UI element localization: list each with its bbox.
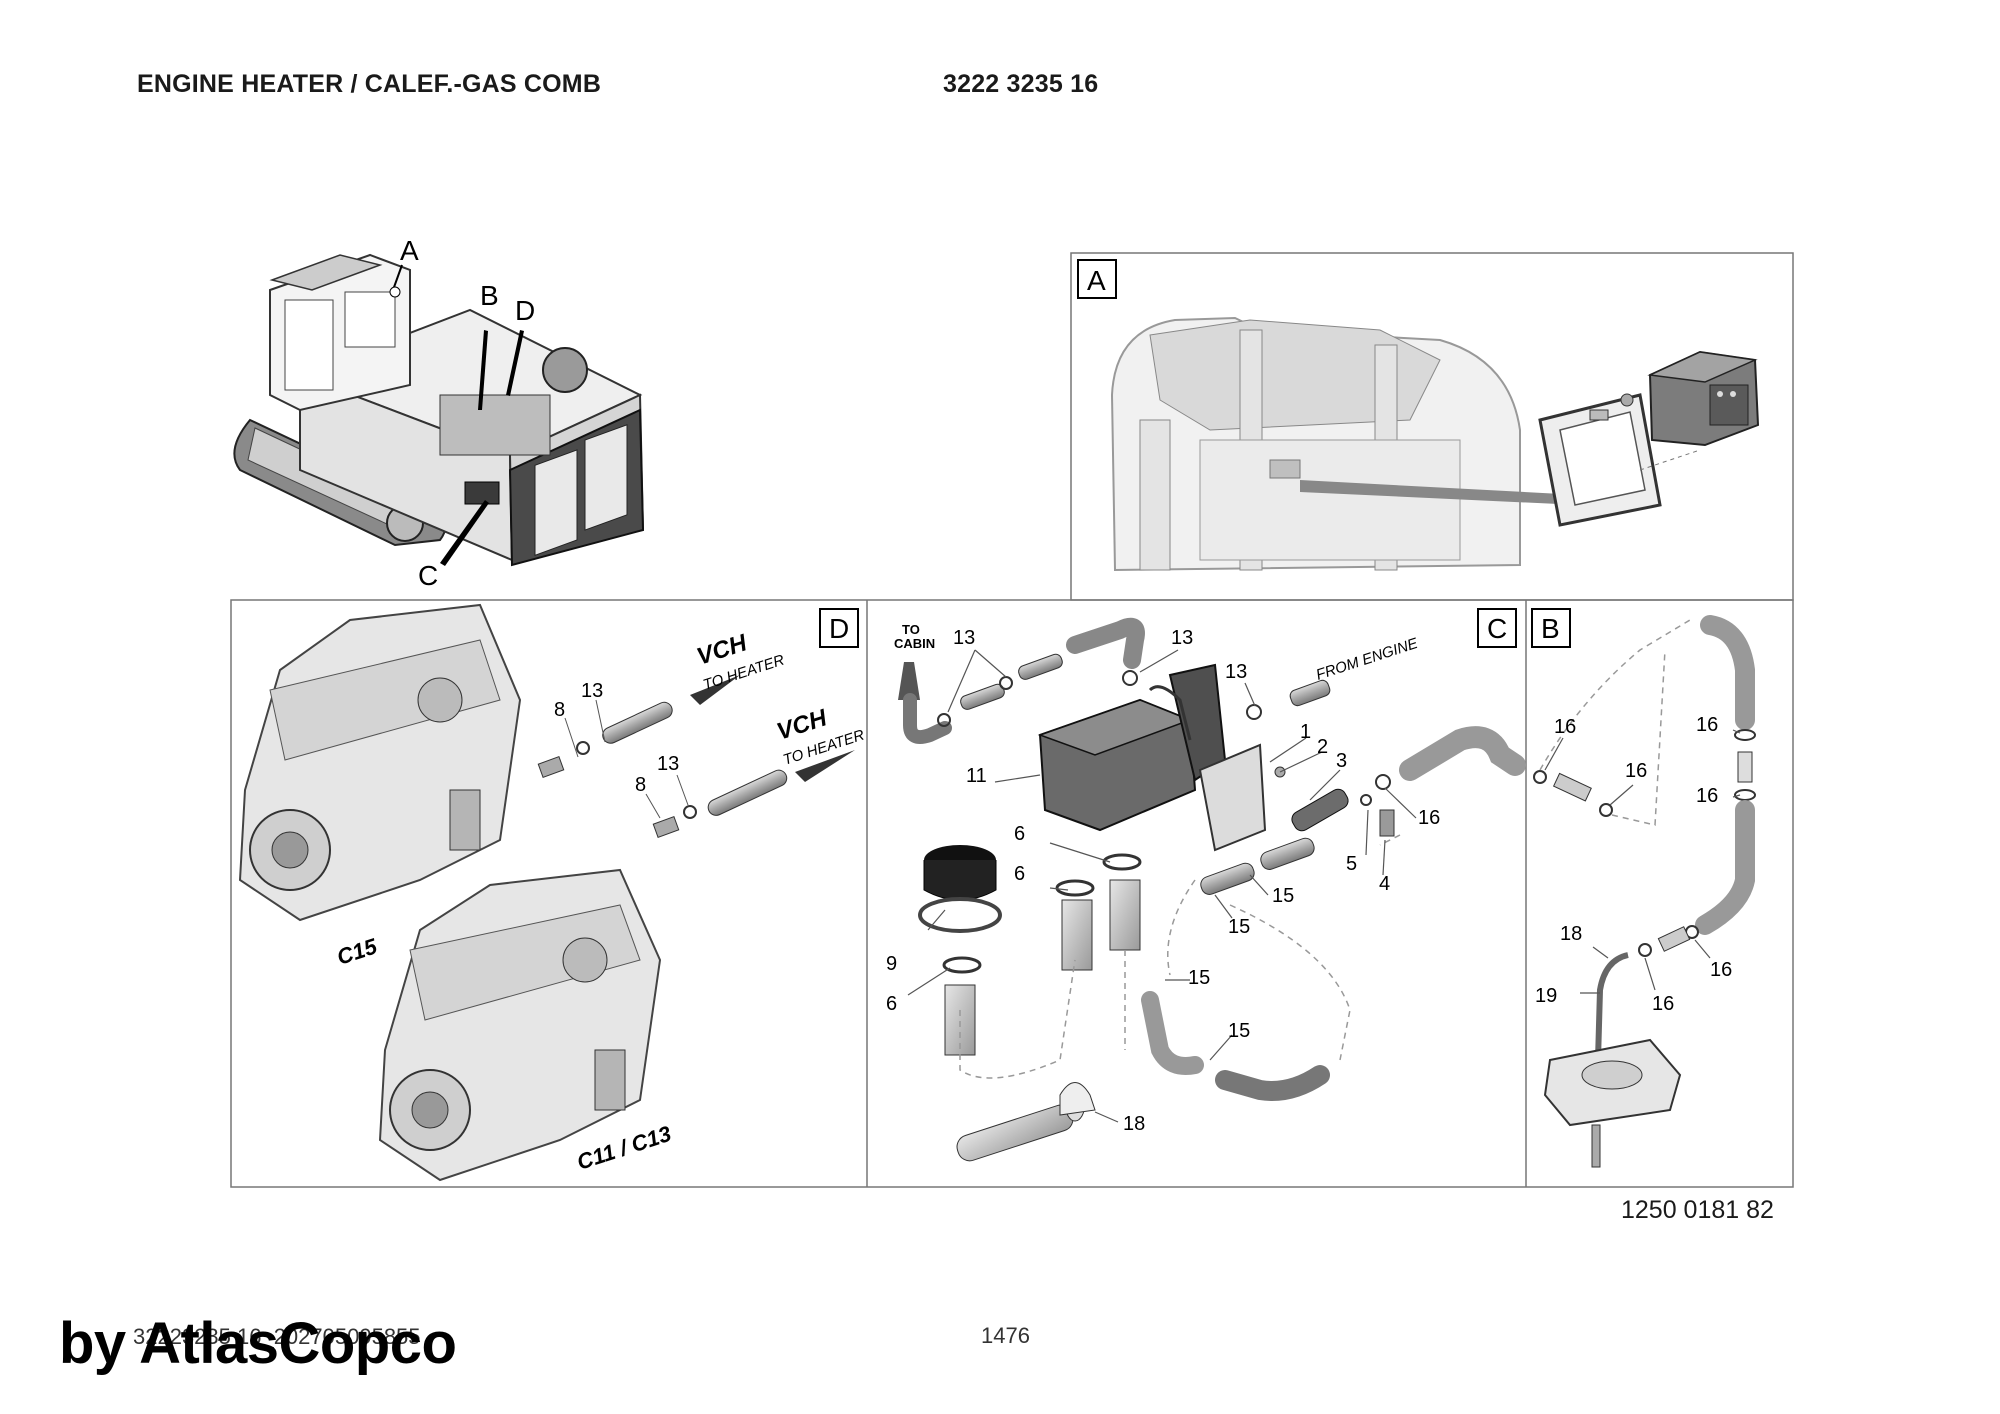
label-d-8-upper: 8: [554, 699, 565, 721]
callout-b: B: [480, 280, 499, 311]
svg-text:A: A: [1087, 265, 1106, 296]
label-c-13-b: 13: [1171, 627, 1193, 649]
part-number: 3222 3235 16: [943, 70, 1099, 98]
label-c-15-c: 15: [1188, 967, 1210, 989]
label-c-13-a: 13: [953, 627, 975, 649]
label-b-16-c: 16: [1696, 714, 1718, 736]
label-c-6-b: 6: [1014, 863, 1025, 885]
label-b-19: 19: [1535, 985, 1557, 1007]
panel-b-fuel-line: [1533, 615, 1756, 1168]
label-b-16-f: 16: [1652, 993, 1674, 1015]
footer-document-id: 32223235 16_202705095855: [133, 1324, 421, 1349]
panel-tag-d: D: [819, 608, 859, 648]
label-b-16-a: 16: [1554, 716, 1576, 738]
label-c-15-b: 15: [1228, 916, 1250, 938]
label-c-6-c: 6: [886, 993, 897, 1015]
drawing-reference-number: 1250 0181 82: [1621, 1196, 1774, 1224]
svg-text:C: C: [1487, 613, 1507, 644]
panel-tag-c: C: [1477, 608, 1517, 648]
label-c-13-c: 13: [1225, 661, 1247, 683]
label-c-1: 1: [1300, 721, 1311, 743]
label-c-6-a: 6: [1014, 823, 1025, 845]
label-c-18: 18: [1123, 1113, 1145, 1135]
label-c-15-a: 15: [1272, 885, 1294, 907]
callout-d: D: [515, 295, 535, 326]
label-c-2: 2: [1317, 736, 1328, 758]
svg-text:D: D: [829, 613, 849, 644]
label-c-15-d: 15: [1228, 1020, 1250, 1042]
panel-tag-b: B: [1531, 608, 1571, 648]
engine-label-c15: C15: [334, 933, 381, 969]
label-c-5: 5: [1346, 853, 1357, 875]
callout-a: A: [400, 235, 419, 266]
label-b-16-e: 16: [1710, 959, 1732, 981]
label-c-3: 3: [1336, 750, 1347, 772]
label-d-13-upper: 13: [581, 680, 603, 702]
to-cabin-line: TO: [902, 622, 920, 637]
label-b-18: 18: [1560, 923, 1582, 945]
callout-c: C: [418, 560, 438, 591]
page-number: 1476: [981, 1323, 1030, 1348]
label-d-8-lower: 8: [635, 774, 646, 796]
label-from-engine: FROM ENGINE: [1314, 635, 1421, 684]
panel-a-cab-interior: [1110, 316, 1760, 572]
label-c-11: 11: [966, 765, 987, 787]
excavator-overview: [233, 253, 645, 567]
panel-c-heater: [898, 617, 1526, 1162]
panel-frames: [230, 252, 1794, 1188]
panel-tag-a: A: [1077, 259, 1117, 299]
label-b-16-b: 16: [1625, 760, 1647, 782]
to-cabin-line: CABIN: [894, 636, 935, 651]
label-b-16-d: 16: [1696, 785, 1718, 807]
svg-text:B: B: [1541, 613, 1560, 644]
label-c-16: 16: [1418, 807, 1440, 829]
engine-label-c11-c13: C11 / C13: [574, 1121, 674, 1175]
document-title: ENGINE HEATER / CALEF.-GAS COMB: [137, 70, 602, 98]
label-d-13-lower: 13: [657, 753, 679, 775]
panel-b-labels: 16 16 16 16 16 16 18 19: [1535, 714, 1732, 1015]
watermark-text: by AtlasCopco: [59, 1311, 457, 1376]
panel-d-engines: [238, 603, 855, 1182]
label-c-9: 9: [886, 953, 897, 975]
label-c-4: 4: [1379, 873, 1390, 895]
